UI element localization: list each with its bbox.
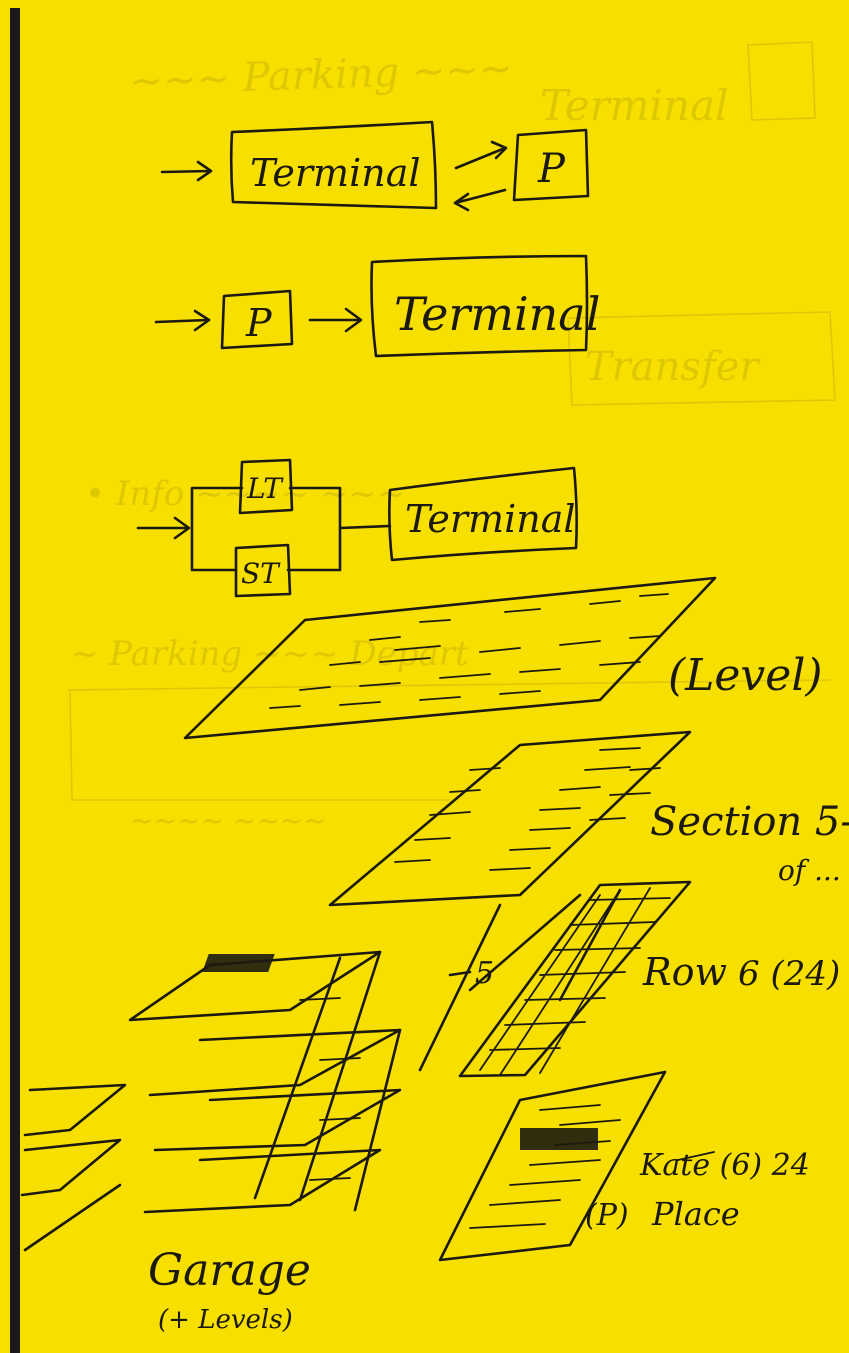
flow-3: LT ST Terminal — [136, 458, 578, 598]
parking-label: P — [537, 146, 566, 192]
level-label: (Level) — [668, 650, 823, 701]
notebook-spine — [10, 8, 20, 1353]
to-terminal-arrow-icon — [308, 307, 363, 333]
from-parking-arrow-icon — [453, 188, 507, 212]
place-top-label: Kate (6) 24 — [639, 1148, 810, 1183]
flow-1: Terminal P — [160, 120, 590, 212]
row-marker: 5 — [475, 956, 494, 991]
terminal-box — [388, 466, 578, 562]
level-plane: (Level) — [183, 576, 823, 740]
to-parking-arrow-icon — [454, 140, 508, 170]
parking-box — [220, 289, 294, 350]
svg-text:• Info ~~~~ ~~~: • Info ~~~~ ~~~ — [85, 474, 405, 514]
section-connector — [418, 888, 622, 1072]
svg-text:Terminal: Terminal — [540, 81, 728, 130]
entry-arrow-icon — [136, 516, 191, 540]
row-plane: 5 Row 6 (24) — [202, 880, 840, 1078]
row-marker-dash — [448, 970, 472, 977]
st-label: ST — [241, 557, 281, 590]
section-plane: Section 5-6 of ... — [328, 730, 849, 1072]
garage-title: Garage — [148, 1245, 311, 1296]
place-plane: Kate (6) 24 (P) Place — [438, 1070, 810, 1262]
strike-through — [677, 1151, 715, 1161]
section-sub-label: of ... — [778, 854, 841, 887]
terminal-box — [370, 254, 589, 358]
svg-text:Transfer: Transfer — [585, 344, 761, 390]
parking-box — [512, 128, 590, 202]
branch-lines — [190, 486, 392, 572]
terminal-label: Terminal — [250, 151, 421, 195]
garage-stack: Garage (+ Levels) — [20, 950, 402, 1335]
selected-place-fill — [520, 1128, 598, 1150]
st-box — [234, 543, 292, 598]
row-value: 6 (24) — [738, 954, 840, 994]
terminal-label: Terminal — [405, 497, 576, 541]
garage-subtitle: (+ Levels) — [158, 1305, 293, 1335]
section-label: Section 5-6 — [650, 799, 849, 845]
parking-label: P — [245, 301, 273, 345]
place-label: Place — [651, 1195, 740, 1233]
place-prefix: (P) — [585, 1198, 629, 1233]
row-label: Row — [642, 950, 727, 994]
svg-text:~~~~ ~~~~: ~~~~ ~~~~ — [130, 804, 327, 837]
entry-arrow-icon — [160, 160, 213, 182]
lt-box — [238, 458, 294, 515]
entry-arrow-icon — [154, 309, 211, 332]
terminal-box — [229, 120, 438, 210]
terminal-label: Terminal — [394, 287, 600, 341]
flow-2: P Terminal — [154, 254, 600, 358]
lt-label: LT — [246, 472, 284, 505]
bleed-through-layer: ~~~ Parking ~~~ Terminal Transfer • Info… — [67, 41, 836, 837]
